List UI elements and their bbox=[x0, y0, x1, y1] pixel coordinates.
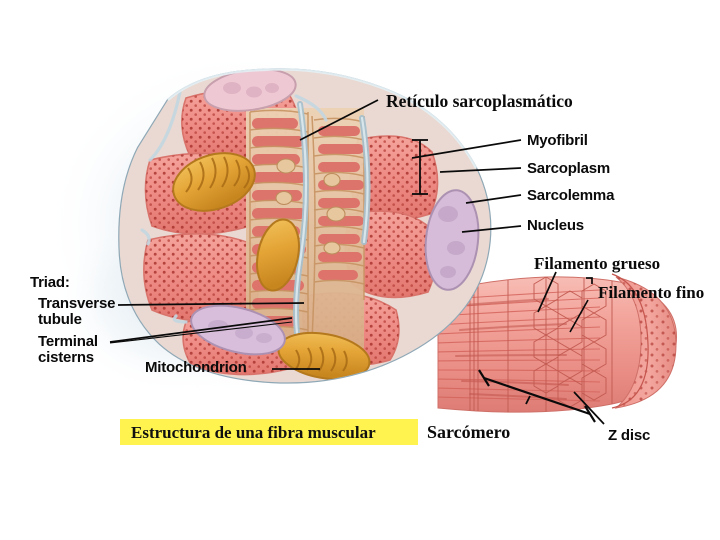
leader-filamento-grueso bbox=[537, 271, 557, 313]
nucleus-bottom-left bbox=[190, 304, 286, 356]
label-sarcomero: Sarcómero bbox=[427, 422, 511, 442]
label-filamento-fino: Filamento fino bbox=[598, 283, 705, 302]
label-z-disc: Z disc bbox=[608, 427, 651, 444]
leader-sarcoplasm bbox=[439, 167, 522, 173]
nucleus-top bbox=[203, 69, 297, 112]
leader-nucleus bbox=[461, 225, 522, 233]
leader-lines bbox=[109, 99, 605, 425]
myofibril-cylinder bbox=[437, 273, 678, 413]
leader-sarcolemma bbox=[465, 194, 522, 204]
muscle-fiber-cross-section bbox=[118, 68, 492, 384]
caption-estructura-fibra-muscular: Estructura de una fibra muscular bbox=[131, 423, 376, 442]
label-terminal-cisterns: Terminal cisterns bbox=[38, 333, 98, 367]
myofibril-bracket bbox=[412, 139, 428, 195]
leader-terminal-cisterns bbox=[109, 317, 293, 343]
label-transverse-tubule: Transverse tubule bbox=[38, 295, 116, 329]
leader-myofibril bbox=[411, 139, 522, 159]
label-sarcolemma: Sarcolemma bbox=[527, 187, 615, 204]
label-reticulo-sarcoplasmatico: Retículo sarcoplasmático bbox=[386, 91, 573, 111]
label-myofibril: Myofibril bbox=[527, 132, 588, 149]
label-mitochondrion: Mitochondrion bbox=[145, 359, 247, 376]
leader-zdisc bbox=[573, 391, 605, 425]
mitochondrion-lower bbox=[256, 218, 300, 292]
label-triad: Triad: bbox=[30, 274, 70, 291]
mitochondrion-upper bbox=[172, 152, 256, 212]
label-nucleus: Nucleus bbox=[527, 217, 584, 234]
leader-filamento-fino bbox=[586, 277, 593, 284]
nucleus-right bbox=[424, 189, 480, 291]
label-filamento-grueso: Filamento grueso bbox=[534, 254, 661, 273]
leader-transverse-tubule bbox=[117, 302, 305, 306]
sarcomero-bracket bbox=[478, 369, 596, 423]
leader-reticulo bbox=[299, 99, 379, 141]
caption-highlight-box bbox=[120, 419, 418, 445]
label-sarcoplasm: Sarcoplasm bbox=[527, 160, 611, 177]
